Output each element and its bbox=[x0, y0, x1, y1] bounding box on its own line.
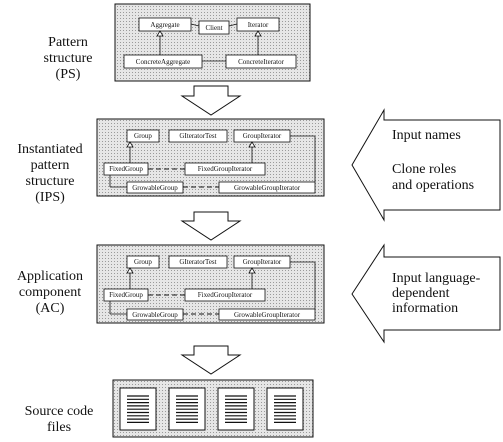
stage-label-ac: Application component (AC) bbox=[17, 269, 83, 316]
ps-class-aggregate bbox=[138, 17, 192, 32]
down-arrow-3 bbox=[180, 345, 242, 375]
ps-class-client bbox=[198, 20, 230, 35]
down-arrow-1 bbox=[180, 85, 242, 116]
input-lang-line-2: dependent bbox=[392, 286, 450, 301]
ips-panel: Group GIteratorTest GroupIterator FixedG… bbox=[96, 118, 325, 197]
ps-class-client-label: Client bbox=[205, 24, 222, 32]
ps-class-concrete-aggregate bbox=[123, 54, 203, 69]
ac-class-growablegroup-label: GrowableGroup bbox=[132, 311, 178, 319]
stage-label-src: Source code files bbox=[25, 404, 94, 435]
source-file-icon bbox=[266, 387, 304, 431]
ac-class-giteratortest-label: GIteratorTest bbox=[179, 258, 216, 266]
side-input-lang: Input language- dependent information bbox=[351, 243, 501, 344]
ac-class-fixedgroup-label: FixedGroup bbox=[109, 291, 143, 299]
ac-panel: Group GIteratorTest GroupIterator FixedG… bbox=[96, 244, 325, 324]
stage-ac-line-2: component bbox=[19, 285, 81, 300]
ps-panel-bg bbox=[114, 3, 311, 82]
stage-ac-line-1: Application bbox=[17, 269, 83, 284]
source-file-icon bbox=[217, 387, 255, 431]
ac-class-giteratortest bbox=[168, 255, 228, 269]
stage-ips-line-1: Instantiated bbox=[17, 142, 82, 157]
source-file-icons bbox=[119, 387, 304, 431]
input-names-line-4: and operations bbox=[392, 178, 474, 193]
down-arrow-2 bbox=[180, 211, 242, 241]
input-arrow-lang bbox=[351, 243, 501, 344]
ips-class-growablegroupiterator-label: GrowableGroupIterator bbox=[234, 184, 301, 192]
stage-ps-line-1: Pattern bbox=[48, 35, 88, 50]
ips-class-giteratortest bbox=[168, 129, 228, 143]
ips-class-growablegroup-label: GrowableGroup bbox=[132, 184, 178, 192]
stage-ips-line-3: structure bbox=[26, 174, 75, 189]
input-lang-line-1: Input language- bbox=[392, 271, 481, 286]
stage-src-line-1: Source code bbox=[25, 404, 94, 419]
ac-class-growablegroupiterator-label: GrowableGroupIterator bbox=[234, 311, 301, 319]
ac-class-group bbox=[126, 255, 160, 269]
ips-class-group bbox=[126, 129, 160, 143]
input-arrow-names bbox=[351, 108, 501, 222]
stage-ps-line-3: (PS) bbox=[56, 67, 81, 82]
ips-class-groupiterator-label: GroupIterator bbox=[243, 132, 282, 140]
stage-ac-line-3: (AC) bbox=[36, 301, 65, 316]
input-names-line-1: Input names bbox=[392, 128, 461, 143]
source-file-icon bbox=[119, 387, 157, 431]
ps-class-iterator-label: Iterator bbox=[248, 21, 269, 29]
stage-label-ps: Pattern structure (PS) bbox=[44, 35, 93, 82]
ps-class-concrete-aggregate-label: ConcreteAggregate bbox=[136, 58, 190, 66]
stage-src-line-2: files bbox=[47, 420, 71, 435]
stage-label-ips: Instantiated pattern structure (IPS) bbox=[17, 142, 82, 205]
input-lang-line-3: information bbox=[392, 301, 458, 316]
ac-class-group-label: Group bbox=[134, 258, 152, 266]
input-names-line-3: Clone roles bbox=[392, 162, 456, 177]
source-files-panel bbox=[112, 379, 314, 438]
stage-ips-line-4: (IPS) bbox=[35, 190, 65, 205]
source-file-icon bbox=[168, 387, 206, 431]
ps-class-concrete-iterator-label: ConcreteIterator bbox=[238, 58, 285, 66]
ips-class-giteratortest-label: GIteratorTest bbox=[179, 132, 216, 140]
ac-class-groupiterator-label: GroupIterator bbox=[243, 258, 282, 266]
ips-class-fixedgroup-label: FixedGroup bbox=[109, 165, 143, 173]
stage-ips-line-2: pattern bbox=[31, 158, 70, 173]
ps-class-aggregate-label: Aggregate bbox=[150, 21, 179, 29]
ps-class-concrete-iterator bbox=[225, 54, 297, 69]
ps-panel: Aggregate Client Iterator ConcreteAggreg… bbox=[114, 3, 311, 82]
ips-class-fixedgroupiterator-label: FixedGroupIterator bbox=[198, 165, 253, 173]
stage-ps-line-2: structure bbox=[44, 51, 93, 66]
ac-class-fixedgroupiterator-label: FixedGroupIterator bbox=[198, 291, 253, 299]
ips-class-group-label: Group bbox=[134, 132, 152, 140]
side-input-names: Input names Clone roles and operations bbox=[351, 108, 501, 222]
